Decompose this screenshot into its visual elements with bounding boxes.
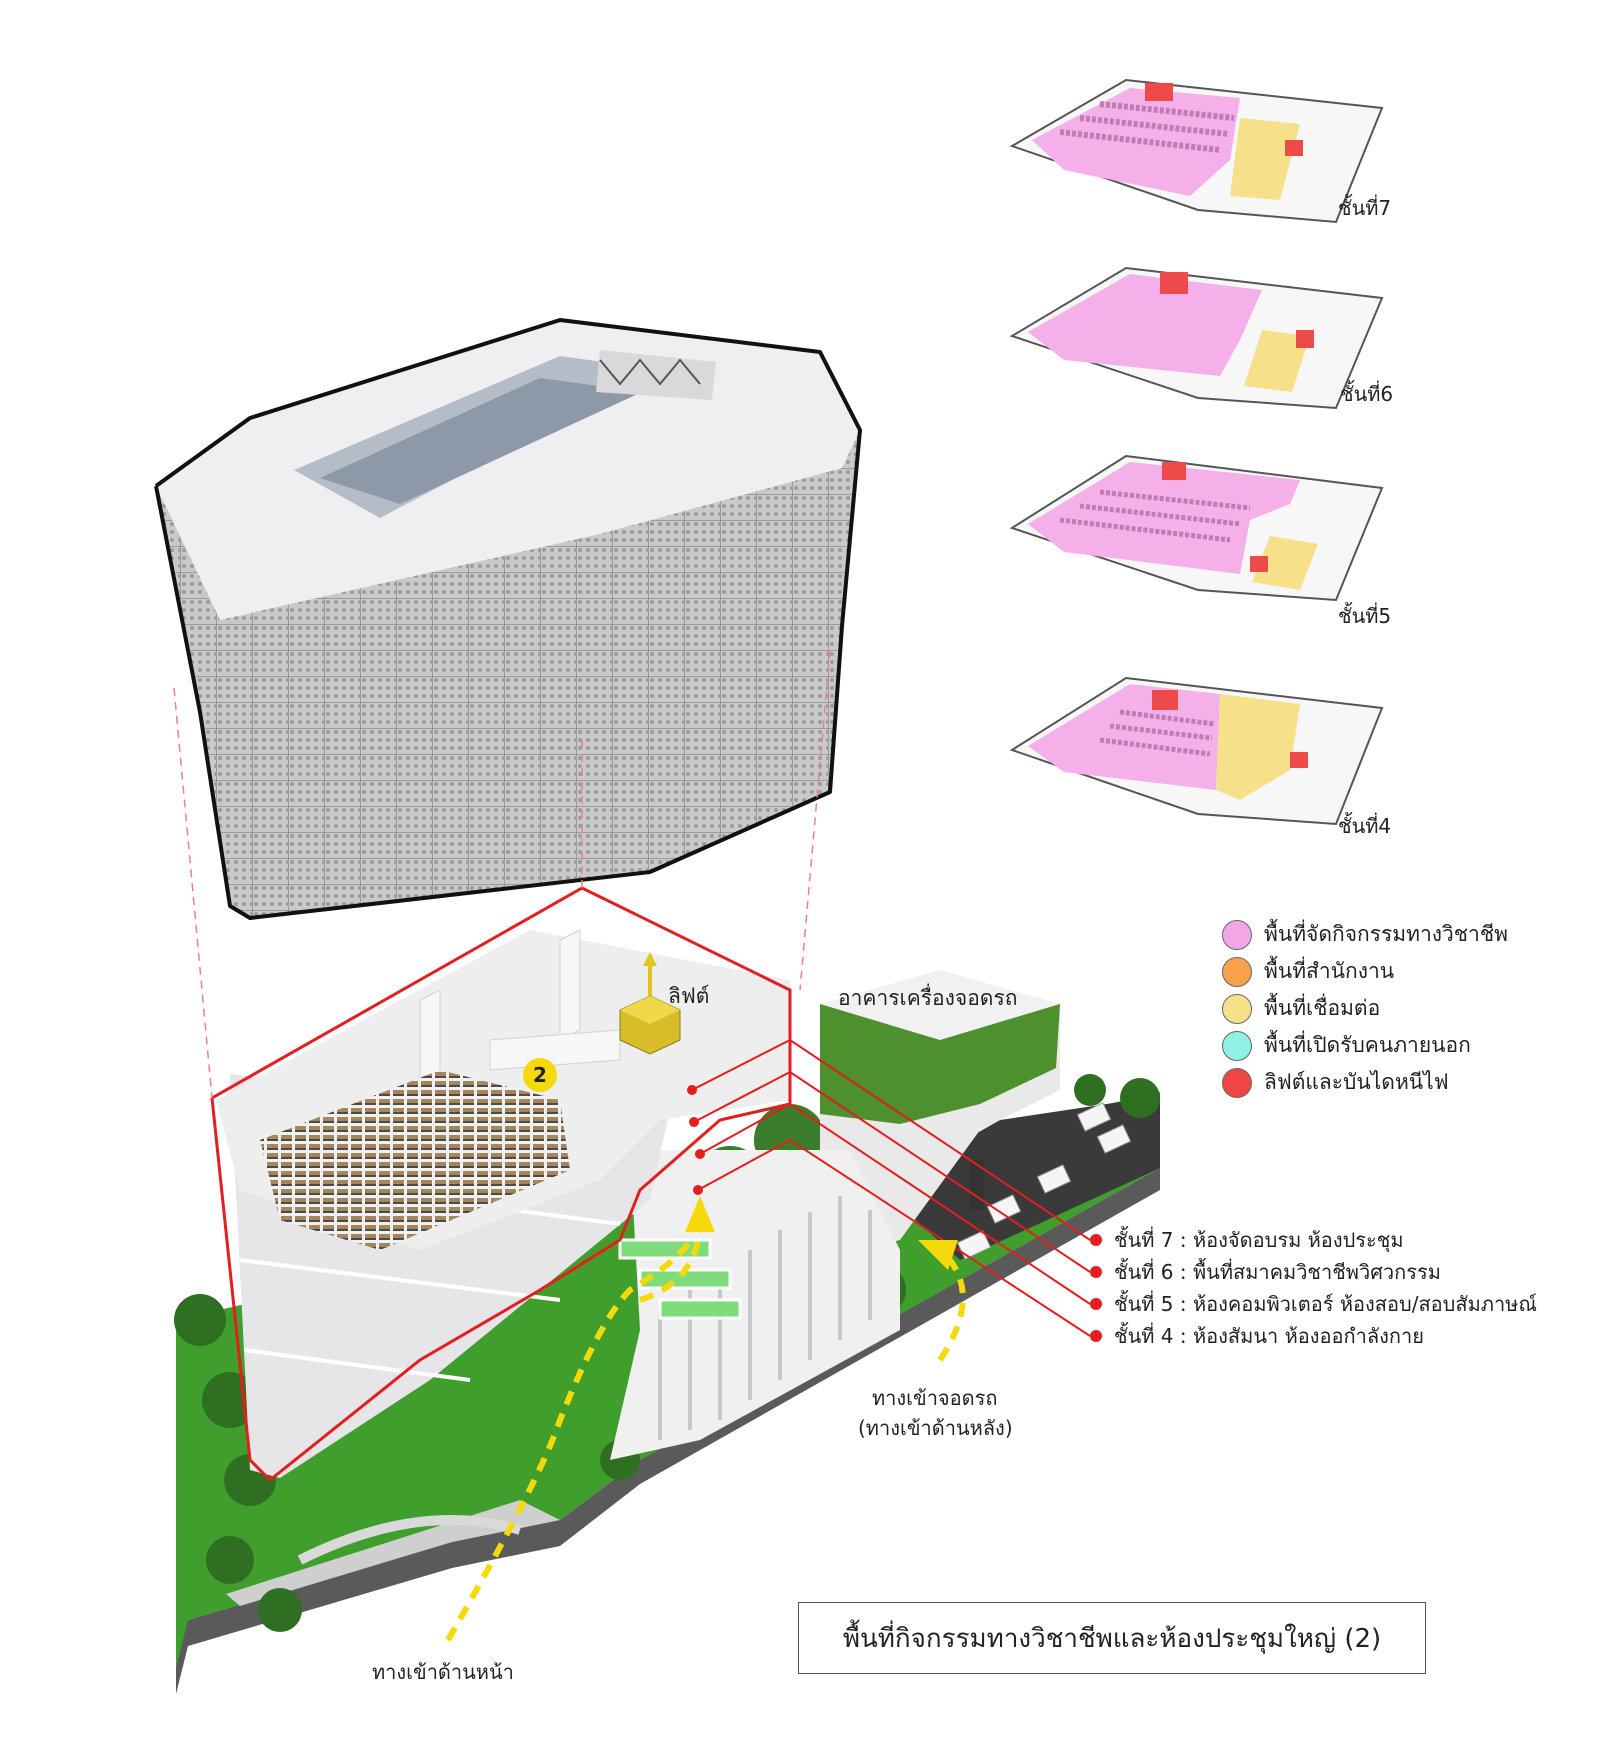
legend-swatch [1222, 919, 1252, 950]
entrance-paths [445, 1219, 966, 1642]
floors-outline [210, 886, 792, 1483]
parking-building [820, 970, 1132, 1260]
callout-text: ชั้นที่ 6 : พื้นที่สมาคมวิชาชีพวิศวกรรม [1114, 1260, 1441, 1284]
podium-building [610, 1150, 900, 1460]
callout-dot [1090, 1330, 1102, 1342]
projection-lines [173, 649, 831, 1099]
floor-plan-7 [1009, 78, 1384, 224]
callout-text: ชั้นที่ 7 : ห้องจัดอบรม ห้องประชุม [1114, 1228, 1404, 1252]
floor-callouts: ชั้นที่ 7 : ห้องจัดอบรม ห้องประชุม ชั้นท… [1090, 1224, 1537, 1352]
path-arrows [685, 1196, 958, 1270]
floor-7-label: ชั้นที่7 [1338, 196, 1392, 220]
parking-entrance-label: ทางเข้าจอดรถ [872, 1386, 998, 1410]
floor-plan-6 [1009, 266, 1384, 410]
front-entrance-label: ทางเข้าด้านหน้า [372, 1660, 514, 1684]
floor-dots [687, 1085, 705, 1195]
legend-label: พื้นที่สำนักงาน [1264, 959, 1395, 983]
legend-swatch [1222, 956, 1252, 987]
callout-floor-7: ชั้นที่ 7 : ห้องจัดอบรม ห้องประชุม [1090, 1224, 1537, 1256]
legend-label: พื้นที่จัดกิจกรรมทางวิชาชีพ [1264, 922, 1508, 946]
floor-6-label: ชั้นที่6 [1340, 382, 1394, 406]
legend-label: พื้นที่เชื่อมต่อ [1264, 996, 1381, 1020]
caption-text: พื้นที่กิจกรรมทางวิชาชีพและห้องประชุมใหญ… [842, 1623, 1382, 1654]
legend-item-professional: พื้นที่จัดกิจกรรมทางวิชาชีพ [1222, 916, 1508, 953]
callout-floor-5: ชั้นที่ 5 : ห้องคอมพิวเตอร์ ห้องสอบ/สอบส… [1090, 1288, 1537, 1320]
callout-leaders [691, 1038, 1091, 1337]
legend-item-lift-stairs: ลิฟต์และบันไดหนีไฟ [1222, 1064, 1508, 1101]
legend-swatch [1222, 993, 1252, 1024]
callout-dot [1090, 1266, 1102, 1278]
callout-floor-6: ชั้นที่ 6 : พื้นที่สมาคมวิชาชีพวิศวกรรม [1090, 1256, 1537, 1288]
legend-item-connection: พื้นที่เชื่อมต่อ [1222, 990, 1508, 1027]
legend-item-public: พื้นที่เปิดรับคนภายนอก [1222, 1027, 1508, 1064]
callout-dot [1090, 1298, 1102, 1310]
floor-4-label: ชั้นที่4 [1338, 814, 1392, 838]
diagram-caption: พื้นที่กิจกรรมทางวิชาชีพและห้องประชุมใหญ… [798, 1602, 1426, 1674]
floor-5-label: ชั้นที่5 [1338, 604, 1392, 628]
parking-building-label: อาคารเครื่องจอดรถ [838, 986, 1018, 1010]
main-building [216, 929, 790, 1478]
floor-plan-4 [1009, 676, 1384, 826]
legend-item-office: พื้นที่สำนักงาน [1222, 953, 1508, 990]
callout-dot [1090, 1234, 1102, 1246]
callout-text: ชั้นที่ 5 : ห้องคอมพิวเตอร์ ห้องสอบ/สอบส… [1114, 1292, 1537, 1316]
callout-floor-4: ชั้นที่ 4 : ห้องสัมนา ห้องออกำลังกาย [1090, 1320, 1537, 1352]
callout-text: ชั้นที่ 4 : ห้องสัมนา ห้องออกำลังกาย [1114, 1324, 1424, 1348]
lift-label: ลิฟต์ [668, 984, 710, 1008]
parking-entrance-sub-label: (ทางเข้าด้านหลัง) [858, 1416, 1013, 1440]
legend-label: ลิฟต์และบันไดหนีไฟ [1264, 1070, 1449, 1094]
floor-plan-5 [1009, 454, 1384, 602]
legend-label: พื้นที่เปิดรับคนภายนอก [1264, 1033, 1471, 1057]
legend-swatch [1222, 1067, 1252, 1098]
legend-swatch [1222, 1030, 1252, 1061]
legend: พื้นที่จัดกิจกรรมทางวิชาชีพ พื้นที่สำนัก… [1222, 916, 1508, 1101]
area-marker: 2 [523, 1058, 557, 1092]
roof-block [154, 318, 862, 920]
